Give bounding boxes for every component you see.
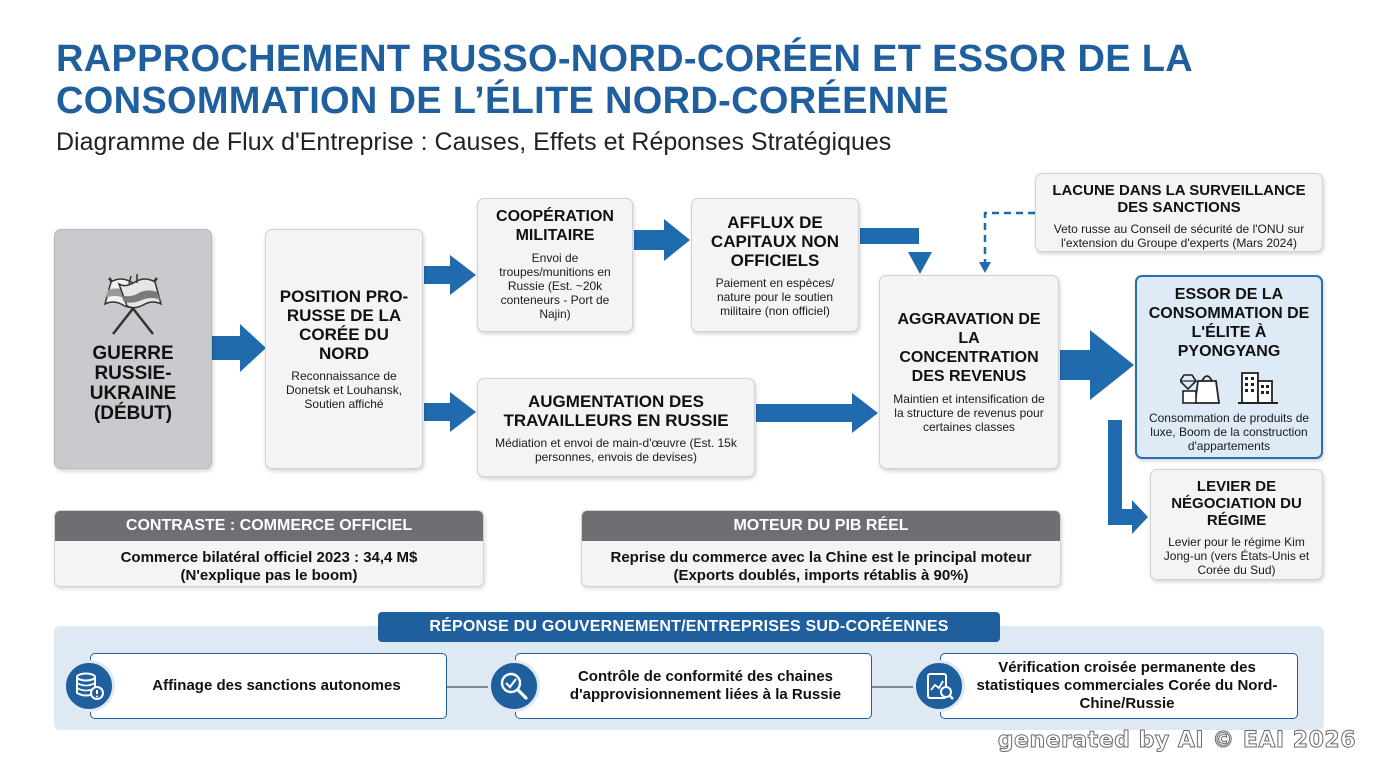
panel-gdp-driver: MOTEUR DU PIB RÉEL Reprise du commerce a… <box>581 510 1061 587</box>
panel-official-trade: CONTRASTE : COMMERCE OFFICIEL Commerce b… <box>54 510 484 587</box>
node-pro-russia-title: POSITION PRO-RUSSE DE LA CORÉE DU NORD <box>279 287 409 363</box>
node-war-title: GUERRE RUSSIE-UKRAINE (DÉBUT) <box>89 343 177 424</box>
magnifier-check-icon <box>488 660 540 712</box>
dashed-connector-gap-to-income <box>983 211 1035 264</box>
arrow-workers-to-income <box>756 393 878 433</box>
panel-gdp-driver-line2: (Exports doublés, imports rétablis à 90%… <box>673 567 969 584</box>
response-title: RÉPONSE DU GOUVERNEMENT/ENTREPRISES SUD-… <box>378 612 1000 642</box>
node-leverage: LEVIER DE NÉGOCIATION DU RÉGIME Levier p… <box>1150 469 1323 580</box>
node-income-desc: Maintien et intensification de la struct… <box>893 392 1045 434</box>
node-workers-desc: Médiation et envoi de main-d'œuvre (Est.… <box>495 435 737 464</box>
panel-official-trade-header: CONTRASTE : COMMERCE OFFICIEL <box>55 511 483 541</box>
node-war: GUERRE RUSSIE-UKRAINE (DÉBUT) <box>54 229 212 469</box>
node-leverage-desc: Levier pour le régime Kim Jong-un (vers … <box>1163 535 1310 577</box>
arrow-elite-to-leverage <box>1108 420 1148 534</box>
panel-gdp-driver-header: MOTEUR DU PIB RÉEL <box>582 511 1060 541</box>
arrow-war-to-pro <box>212 324 266 372</box>
node-workers-title: AUGMENTATION DES TRAVAILLEURS EN RUSSIE <box>503 391 729 430</box>
page-title: RAPPROCHEMENT RUSSO-NORD-CORÉEN ET ESSOR… <box>56 38 1192 122</box>
panel-gdp-driver-line1: Reprise du commerce avec la Chine est le… <box>610 549 1032 566</box>
node-military-title: COOPÉRATION MILITAIRE <box>496 208 614 244</box>
arrow-pro-to-workers <box>424 392 476 432</box>
node-workers: AUGMENTATION DES TRAVAILLEURS EN RUSSIE … <box>477 378 755 477</box>
node-elite-desc: Consommation de produits de luxe, Boom d… <box>1148 411 1310 453</box>
node-income-title: AGGRAVATION DE LA CONCENTRATION DES REVE… <box>897 311 1041 385</box>
node-elite-consumption: ESSOR DE LA CONSOMMATION DE L'ÉLITE À PY… <box>1135 275 1323 459</box>
node-military-desc: Envoi de troupes/munitions en Russie (Es… <box>499 251 611 321</box>
response-item-statistics: Vérification croisée permanente des stat… <box>940 653 1298 719</box>
node-military: COOPÉRATION MILITAIRE Envoi de troupes/m… <box>477 198 633 332</box>
panel-official-trade-line2: (N'explique pas le boom) <box>180 567 358 584</box>
node-pro-russia-desc: Reconnaissance de Donetsk et Louhansk, S… <box>285 369 403 411</box>
elite-icons <box>1180 367 1278 405</box>
node-income: AGGRAVATION DE LA CONCENTRATION DES REVE… <box>879 275 1059 469</box>
node-sanctions-gap-title: LACUNE DANS LA SURVEILLANCE DES SANCTION… <box>1052 182 1306 216</box>
node-pro-russia: POSITION PRO-RUSSE DE LA CORÉE DU NORD R… <box>265 229 423 469</box>
response-item-label: Affinage des sanctions autonomes <box>152 677 401 694</box>
arrow-income-to-elite <box>1060 330 1134 400</box>
response-item-label: Contrôle de conformité des chaines d'app… <box>569 668 842 703</box>
chart-report-icon <box>913 660 965 712</box>
node-capital-desc: Paiement en espèces/ nature pour le sout… <box>715 275 835 318</box>
node-leverage-title: LEVIER DE NÉGOCIATION DU RÉGIME <box>1171 478 1302 529</box>
arrow-capital-to-income <box>860 228 932 274</box>
crossed-flags-icon <box>103 274 163 335</box>
node-capital-title: AFFLUX DE CAPITAUX NON OFFICIELS <box>710 212 840 270</box>
node-sanctions-gap-desc: Veto russe au Conseil de sécurité de l'O… <box>1053 222 1305 250</box>
node-capital: AFFLUX DE CAPITAUX NON OFFICIELS Paiemen… <box>691 198 859 332</box>
luxury-goods-icon <box>1180 374 1221 404</box>
arrow-pro-to-military <box>424 255 476 295</box>
arrow-military-to-capital <box>634 219 690 261</box>
response-connector <box>447 686 515 688</box>
panel-official-trade-line1: Commerce bilatéral officiel 2023 : 34,4 … <box>120 549 418 566</box>
node-sanctions-gap: LACUNE DANS LA SURVEILLANCE DES SANCTION… <box>1035 173 1323 252</box>
node-elite-title: ESSOR DE LA CONSOMMATION DE L'ÉLITE À PY… <box>1148 286 1310 360</box>
watermark: generated by AI © EAI 2026 <box>997 728 1356 754</box>
apartment-buildings-icon <box>1238 372 1278 404</box>
response-connector <box>872 686 940 688</box>
page-subtitle: Diagramme de Flux d'Entreprise : Causes,… <box>56 128 892 156</box>
response-item-sanctions: Affinage des sanctions autonomes <box>90 653 447 719</box>
response-item-supply-chain: Contrôle de conformité des chaines d'app… <box>515 653 872 719</box>
response-item-label: Vérification croisée permanente des stat… <box>976 659 1278 712</box>
database-alert-icon <box>63 660 115 712</box>
